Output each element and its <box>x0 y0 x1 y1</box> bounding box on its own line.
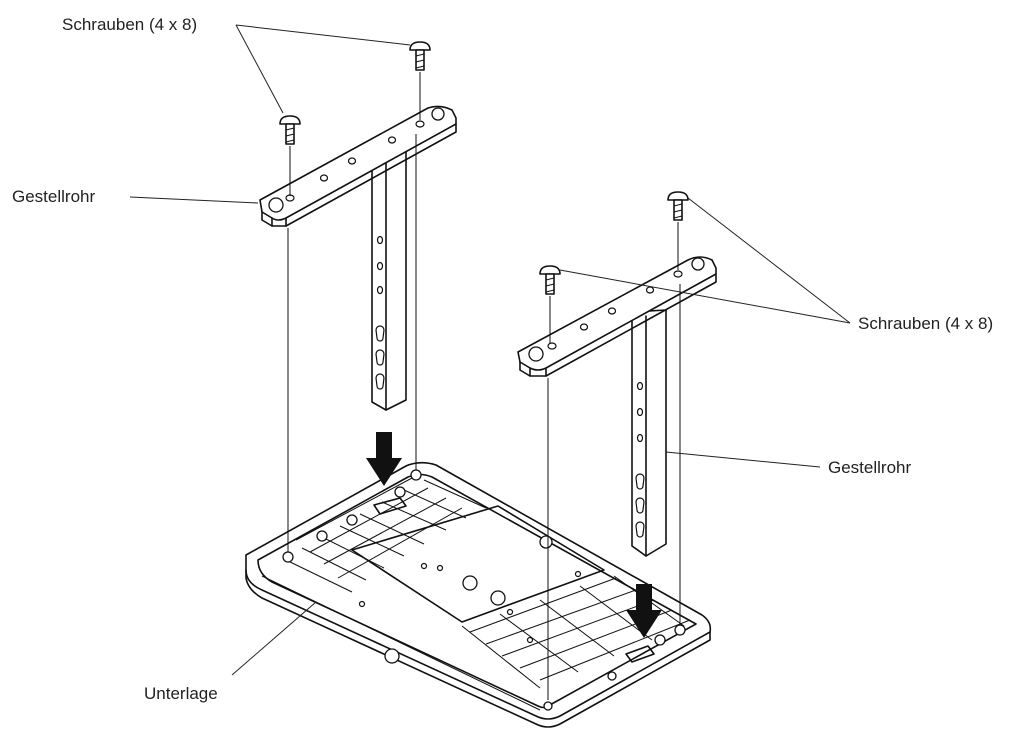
base-plate <box>245 461 712 728</box>
label-frame-tube-right: Gestellrohr <box>828 458 911 477</box>
assembly-guide-lines <box>287 72 681 700</box>
screw-left-1 <box>279 115 301 145</box>
label-screws-right: Schrauben (4 x 8) <box>858 314 993 333</box>
label-screws-top: Schrauben (4 x 8) <box>62 15 197 34</box>
right-frame-tube <box>517 256 717 557</box>
insert-arrow-left <box>366 432 402 486</box>
leader-lines <box>129 24 851 676</box>
screw-right-2 <box>667 191 689 221</box>
left-frame-tube <box>259 105 457 411</box>
label-base: Unterlage <box>144 684 218 703</box>
label-frame-tube-left: Gestellrohr <box>12 187 95 206</box>
screw-right-1 <box>539 265 561 295</box>
insert-arrow-right <box>626 584 662 638</box>
screw-left-2 <box>409 41 431 71</box>
